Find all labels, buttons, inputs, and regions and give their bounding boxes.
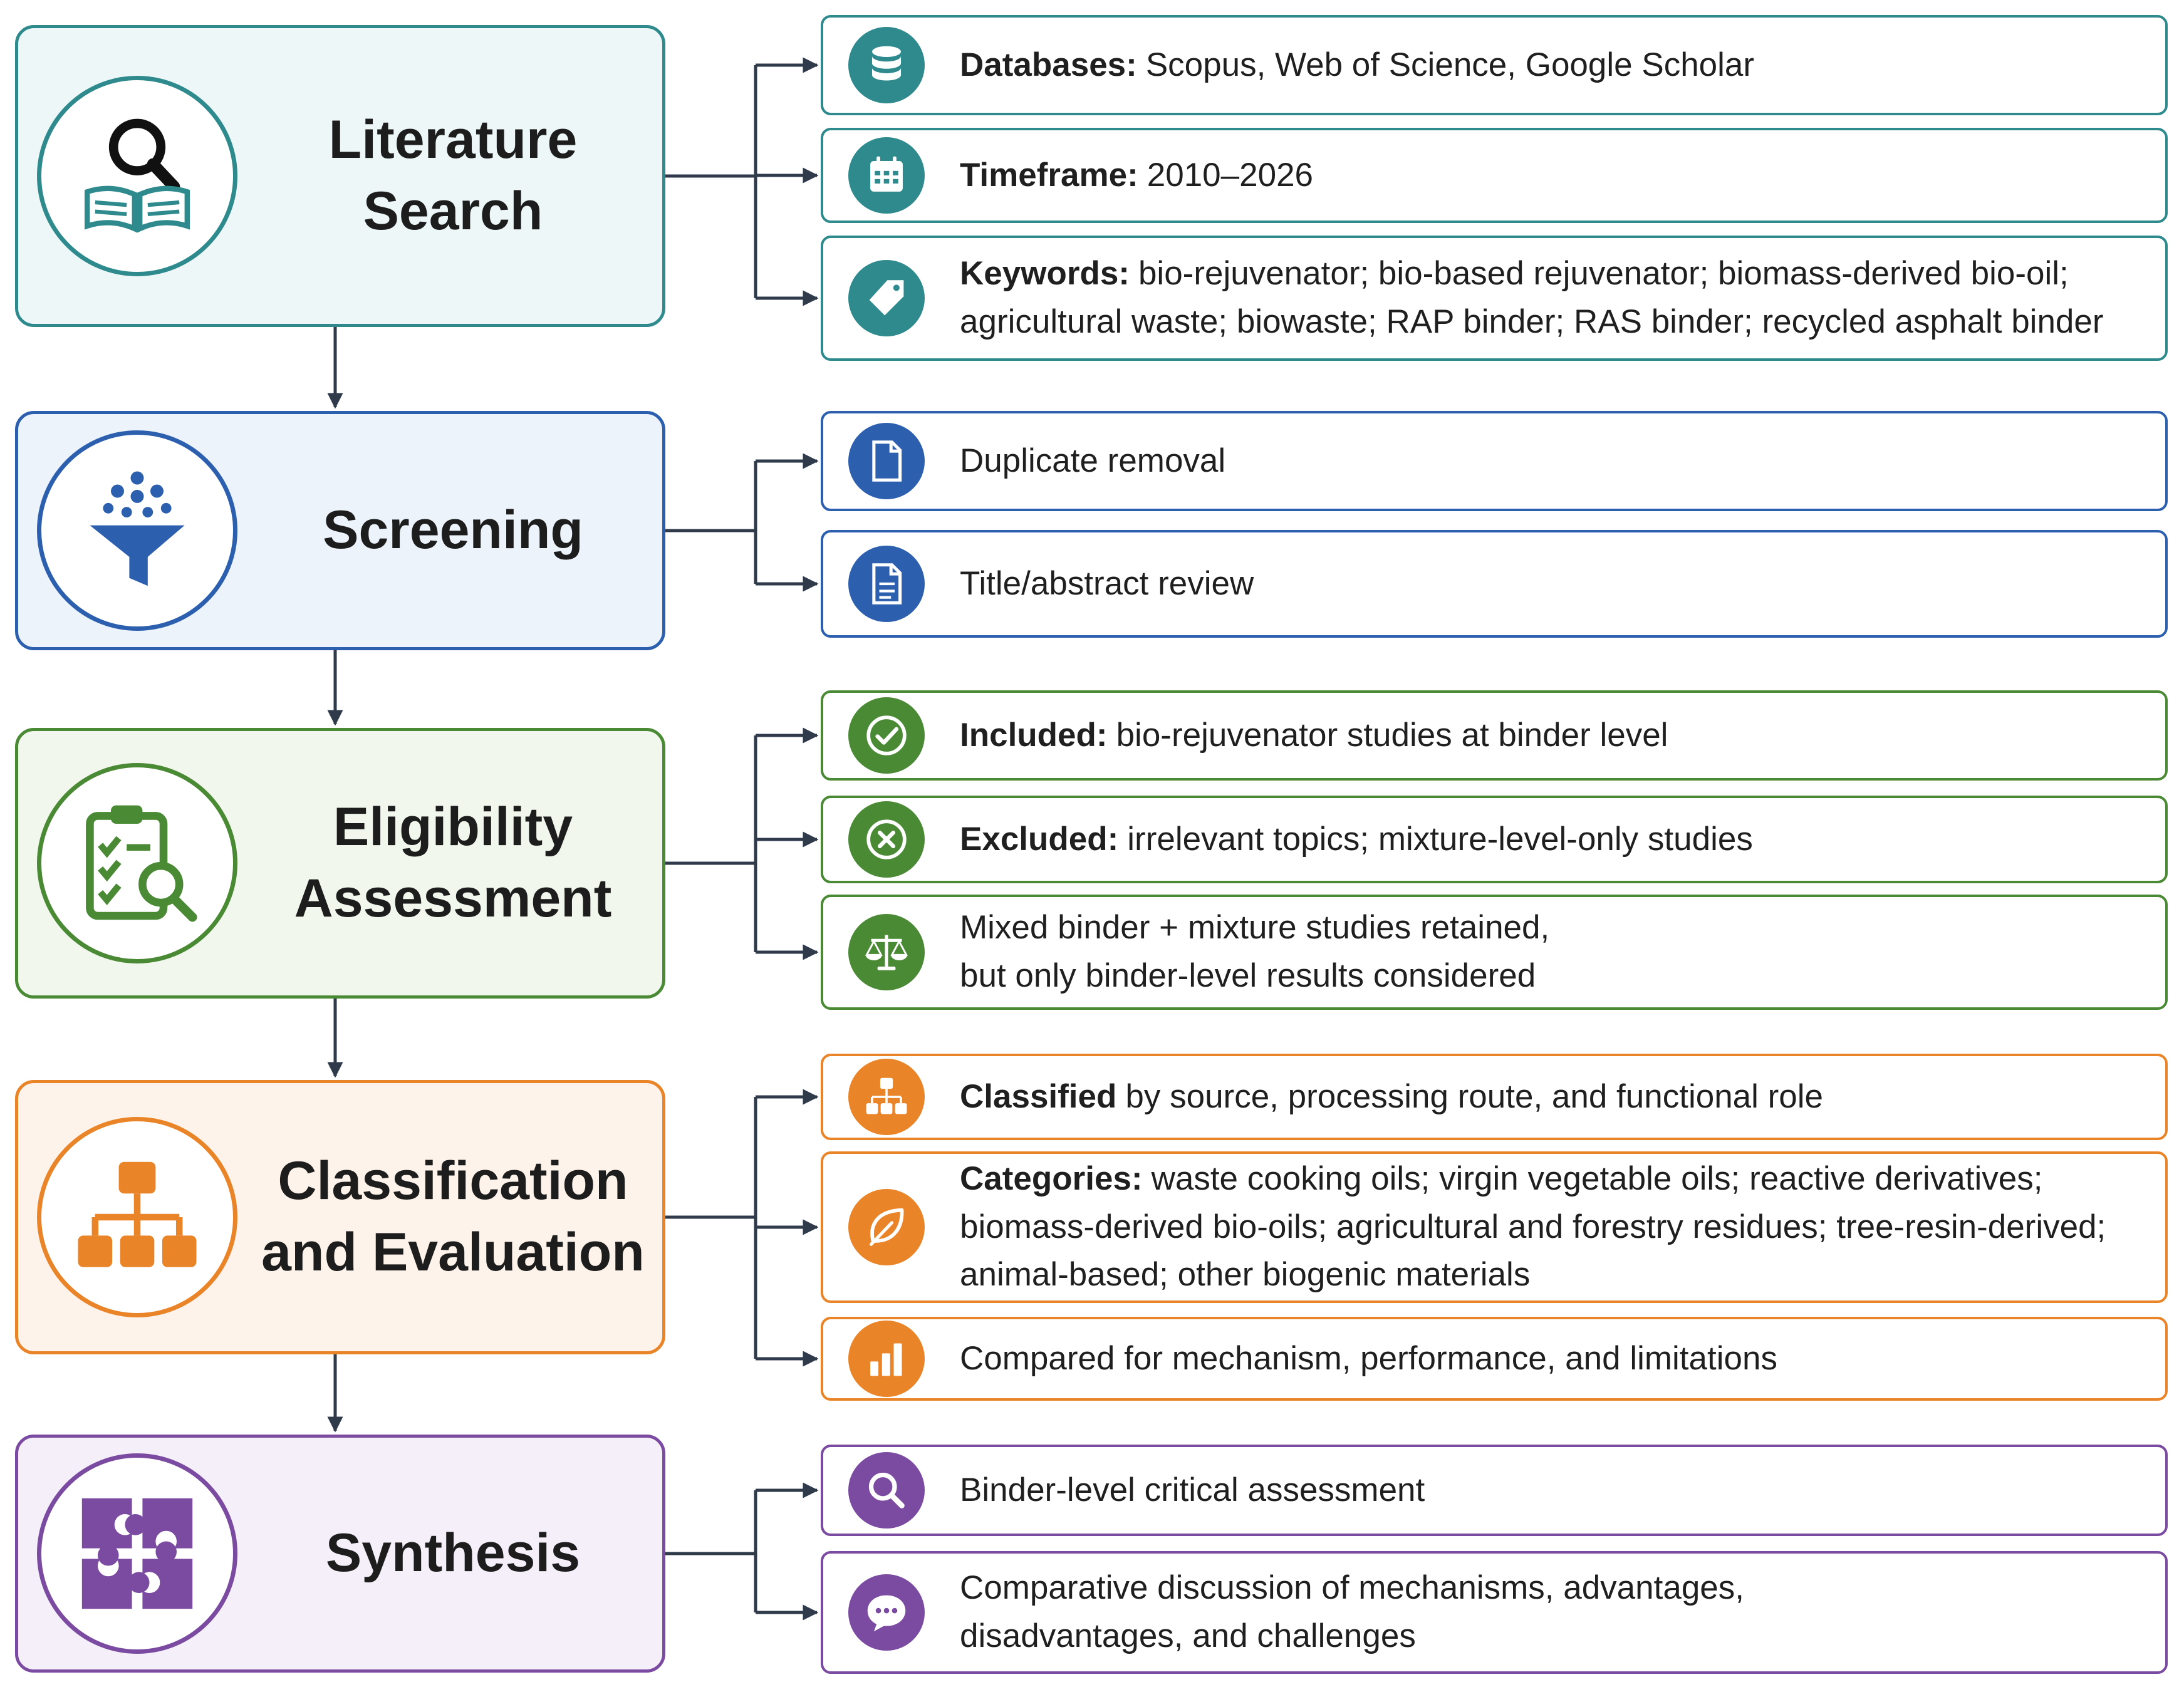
stage-title: Eligibility Assessment [294, 797, 612, 928]
stage-title-wrap: Screening [256, 414, 650, 647]
stage-title: Screening [323, 500, 583, 561]
detail-item: Keywords:bio-rejuvenator; bio-based reju… [821, 236, 2168, 361]
detail-item: Databases:Scopus, Web of Science, Google… [821, 15, 2168, 115]
hierarchy-icon [37, 1117, 237, 1317]
detail-paragraph: Compared for mechanism, performance, and… [960, 1335, 1777, 1383]
stage-title-wrap: Eligibility Assessment [256, 731, 650, 995]
detail-text: Title/abstract review [960, 532, 2140, 635]
detail-value: Duplicate removal [960, 442, 1226, 479]
detail-item: Timeframe:2010–2026 [821, 128, 2168, 223]
detail-item: Duplicate removal [821, 411, 2168, 511]
document-lines-icon [848, 546, 925, 622]
stage-title: Synthesis [325, 1523, 581, 1584]
detail-value: waste cooking oils; virgin vegetable oil… [960, 1160, 2106, 1294]
detail-text: Databases:Scopus, Web of Science, Google… [960, 18, 2140, 113]
stage-title-wrap: Synthesis [256, 1438, 650, 1669]
stage-screening: Screening [15, 411, 665, 650]
detail-item: Binder-level critical assessment [821, 1445, 2168, 1536]
stage-title-wrap: Literature Search [256, 28, 650, 324]
detail-text: Keywords:bio-rejuvenator; bio-based reju… [960, 238, 2140, 358]
clipboard-checklist-icon [37, 763, 237, 963]
stage-eligibility-assessment: Eligibility Assessment [15, 728, 665, 999]
detail-value: bio-rejuvenator studies at binder level [1116, 716, 1668, 754]
scales-icon [848, 914, 925, 990]
funnel-icon [37, 430, 237, 631]
detail-label: Databases: [960, 46, 1137, 83]
detail-text: Comparative discussion of mechanisms, ad… [960, 1554, 2140, 1671]
detail-text: Duplicate removal [960, 413, 2140, 509]
puzzle-icon [37, 1453, 237, 1654]
detail-paragraph: Title/abstract review [960, 560, 1254, 608]
stage-title: Literature Search [328, 110, 578, 241]
stage-literature-search: Literature Search [15, 25, 665, 327]
detail-paragraph: Duplicate removal [960, 437, 1225, 485]
detail-paragraph: Comparative discussion of mechanisms, ad… [960, 1564, 1744, 1661]
detail-item: Title/abstract review [821, 530, 2168, 638]
tag-icon [848, 260, 925, 336]
detail-text: Mixed binder + mixture studies retained,… [960, 897, 2140, 1007]
detail-value: by source, processing route, and functio… [1125, 1077, 1824, 1115]
detail-label: Timeframe: [960, 156, 1138, 194]
detail-paragraph: Mixed binder + mixture studies retained,… [960, 904, 1549, 1000]
detail-item: Categories:waste cooking oils; virgin ve… [821, 1151, 2168, 1303]
detail-paragraph: Included:bio-rejuvenator studies at bind… [960, 712, 1668, 760]
detail-label: Included: [960, 716, 1108, 754]
bar-chart-icon [848, 1321, 925, 1397]
chat-bubble-icon [848, 1574, 925, 1651]
detail-value: Title/abstract review [960, 564, 1254, 602]
detail-value: Mixed binder + mixture studies retained,… [960, 909, 1550, 994]
document-icon [848, 423, 925, 499]
detail-paragraph: Categories:waste cooking oils; virgin ve… [960, 1155, 2140, 1300]
check-circle-icon [848, 697, 925, 774]
stage-title: Classification and Evaluation [261, 1151, 645, 1282]
detail-item: Compared for mechanism, performance, and… [821, 1317, 2168, 1401]
detail-item: Excluded:irrelevant topics; mixture-leve… [821, 796, 2168, 883]
detail-label: Classified [960, 1077, 1117, 1115]
detail-text: Categories:waste cooking oils; virgin ve… [960, 1154, 2140, 1300]
detail-label: Excluded: [960, 820, 1119, 858]
detail-item: Included:bio-rejuvenator studies at bind… [821, 690, 2168, 781]
detail-text: Compared for mechanism, performance, and… [960, 1319, 2140, 1398]
stage-synthesis: Synthesis [15, 1435, 665, 1673]
detail-item: Comparative discussion of mechanisms, ad… [821, 1551, 2168, 1674]
stage-classification-and-evaluation: Classification and Evaluation [15, 1080, 665, 1354]
detail-value: Binder-level critical assessment [960, 1471, 1425, 1508]
detail-paragraph: Excluded:irrelevant topics; mixture-leve… [960, 816, 1753, 864]
leaf-icon [848, 1189, 925, 1265]
detail-paragraph: Binder-level critical assessment [960, 1466, 1425, 1515]
detail-value: 2010–2026 [1147, 156, 1314, 194]
database-icon [848, 27, 925, 103]
detail-value: Scopus, Web of Science, Google Scholar [1145, 46, 1755, 83]
detail-text: Binder-level critical assessment [960, 1447, 2140, 1534]
detail-value: Compared for mechanism, performance, and… [960, 1339, 1777, 1377]
detail-label: Keywords: [960, 255, 1130, 293]
search-icon [848, 1452, 925, 1529]
book-magnifier-icon [37, 76, 237, 276]
hierarchy-icon [848, 1059, 925, 1135]
detail-paragraph: Keywords:bio-rejuvenator; bio-based reju… [960, 250, 2140, 346]
stage-title-wrap: Classification and Evaluation [256, 1083, 650, 1351]
detail-text: Excluded:irrelevant topics; mixture-leve… [960, 798, 2140, 881]
x-circle-icon [848, 801, 925, 878]
detail-text: Timeframe:2010–2026 [960, 130, 2140, 221]
detail-value: irrelevant topics; mixture-level-only st… [1127, 820, 1753, 858]
detail-paragraph: Timeframe:2010–2026 [960, 152, 1313, 200]
detail-value: bio-rejuvenator; bio-based rejuvenator; … [960, 255, 2104, 340]
detail-text: Included:bio-rejuvenator studies at bind… [960, 693, 2140, 778]
detail-label: Categories: [960, 1160, 1143, 1197]
calendar-icon [848, 137, 925, 214]
detail-value: Comparative discussion of mechanisms, ad… [960, 1569, 1744, 1654]
detail-item: Mixed binder + mixture studies retained,… [821, 895, 2168, 1010]
detail-paragraph: Databases:Scopus, Web of Science, Google… [960, 41, 1754, 90]
